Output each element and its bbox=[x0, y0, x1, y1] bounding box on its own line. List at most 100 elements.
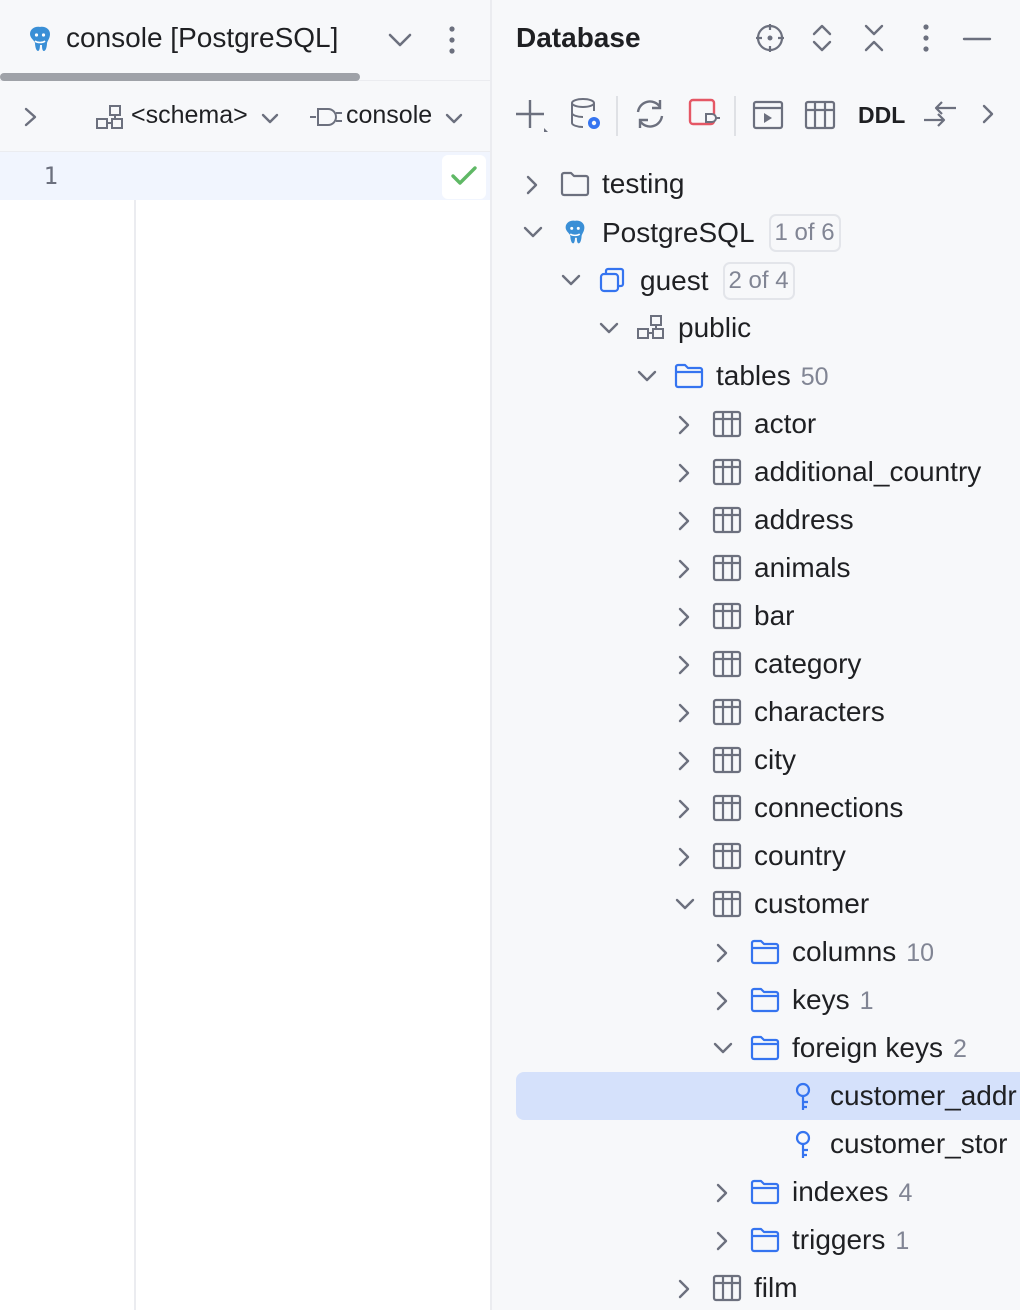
folder-blue-icon bbox=[750, 986, 780, 1014]
chevron-down-icon[interactable] bbox=[636, 366, 658, 386]
data-source-properties-icon[interactable] bbox=[570, 96, 602, 132]
ddl-button[interactable]: DDL bbox=[858, 102, 906, 128]
chevron-right-icon[interactable] bbox=[674, 558, 694, 580]
tree-node-additional-country[interactable]: additional_country bbox=[492, 448, 1020, 496]
pane-splitter[interactable] bbox=[490, 0, 492, 1310]
child-count: 1 bbox=[859, 987, 874, 1015]
chevron-down-icon[interactable] bbox=[260, 111, 280, 127]
foreign-key-icon bbox=[788, 1082, 818, 1112]
chevron-down-icon[interactable] bbox=[522, 222, 544, 242]
tree-node-address[interactable]: address bbox=[492, 496, 1020, 544]
tree-node-label: customer_addr bbox=[830, 1080, 1017, 1111]
chevron-right-icon[interactable] bbox=[20, 105, 40, 129]
toolbar-separator bbox=[616, 96, 618, 136]
chevron-right-icon[interactable] bbox=[674, 462, 694, 484]
compare-icon[interactable] bbox=[922, 96, 958, 132]
collapse-all-icon[interactable] bbox=[862, 22, 886, 54]
folder-blue-icon bbox=[750, 1226, 780, 1254]
chevron-down-icon[interactable] bbox=[560, 270, 582, 290]
tree-node-connections[interactable]: connections bbox=[492, 784, 1020, 832]
jump-to-console-icon[interactable] bbox=[750, 96, 786, 132]
tree-node-testing[interactable]: testing bbox=[492, 160, 1020, 208]
chevron-right-icon[interactable] bbox=[522, 174, 542, 196]
visible-items-badge[interactable]: 2 of 4 bbox=[722, 262, 795, 300]
tree-node-category[interactable]: category bbox=[492, 640, 1020, 688]
add-icon[interactable] bbox=[516, 96, 552, 136]
editor-tab-title[interactable]: console [PostgreSQL] bbox=[66, 22, 339, 53]
chevron-right-icon[interactable] bbox=[674, 750, 694, 772]
child-count: 10 bbox=[906, 939, 935, 967]
chevron-down-icon[interactable] bbox=[674, 894, 696, 914]
chevron-right-icon[interactable] bbox=[674, 702, 694, 724]
schema-icon bbox=[636, 314, 666, 342]
refresh-icon[interactable] bbox=[632, 96, 668, 132]
tree-node-film[interactable]: film bbox=[492, 1264, 1020, 1310]
chevron-right-icon[interactable] bbox=[674, 414, 694, 436]
chevron-down-icon[interactable] bbox=[386, 28, 414, 52]
tree-node-actor[interactable]: actor bbox=[492, 400, 1020, 448]
tree-node-animals[interactable]: animals bbox=[492, 544, 1020, 592]
tree-node-label: city bbox=[754, 744, 796, 775]
chevron-right-icon[interactable] bbox=[674, 798, 694, 820]
tool-window-title: Database bbox=[516, 22, 641, 53]
visible-items-badge[interactable]: 1 of 6 bbox=[768, 214, 841, 252]
tree-node-characters[interactable]: characters bbox=[492, 688, 1020, 736]
folder-blue-icon bbox=[674, 362, 704, 390]
tree-node-label: film bbox=[754, 1272, 798, 1303]
tree-node-label: country bbox=[754, 840, 846, 871]
tree-node-country[interactable]: country bbox=[492, 832, 1020, 880]
chevron-down-icon[interactable] bbox=[598, 318, 620, 338]
foreign-key-icon bbox=[788, 1130, 818, 1160]
disconnect-icon[interactable] bbox=[686, 96, 722, 132]
chevron-right-icon[interactable] bbox=[674, 846, 694, 868]
tree-node-public[interactable]: public bbox=[492, 304, 1020, 352]
line-number: 1 bbox=[43, 162, 58, 190]
editor-pane: console [PostgreSQL] <schema> bbox=[0, 0, 490, 1310]
child-count: 2 bbox=[952, 1035, 967, 1063]
table-icon bbox=[712, 794, 742, 822]
table-icon bbox=[712, 506, 742, 534]
session-selector[interactable]: console bbox=[346, 101, 433, 129]
chevron-down-icon[interactable] bbox=[712, 1038, 734, 1058]
chevron-right-icon[interactable] bbox=[712, 1182, 732, 1204]
tree-node-customer[interactable]: customer bbox=[492, 880, 1020, 928]
chevron-right-icon[interactable] bbox=[674, 654, 694, 676]
chevron-down-icon[interactable] bbox=[444, 111, 464, 127]
tree-node-bar[interactable]: bar bbox=[492, 592, 1020, 640]
tree-node-label: public bbox=[678, 312, 752, 343]
postgresql-icon bbox=[560, 218, 590, 248]
chevron-right-icon[interactable] bbox=[712, 990, 732, 1012]
chevron-right-icon[interactable] bbox=[674, 606, 694, 628]
child-count: 4 bbox=[898, 1179, 913, 1207]
chevron-right-icon[interactable] bbox=[674, 510, 694, 532]
chevron-right-icon[interactable] bbox=[674, 1278, 694, 1300]
expand-all-icon[interactable] bbox=[810, 22, 834, 54]
chevron-right-icon[interactable] bbox=[712, 942, 732, 964]
locate-icon[interactable] bbox=[754, 22, 786, 54]
tree-node-label: triggers bbox=[792, 1224, 886, 1255]
tree-node-city[interactable]: city bbox=[492, 736, 1020, 784]
tree-node-label: animals bbox=[754, 552, 851, 583]
more-vertical-icon[interactable] bbox=[914, 22, 938, 54]
current-line-highlight[interactable] bbox=[0, 152, 490, 200]
editor-toolbar: <schema> console bbox=[0, 81, 490, 152]
tree-node-label: testing bbox=[602, 168, 685, 199]
more-vertical-icon[interactable] bbox=[440, 24, 464, 56]
chevron-right-icon[interactable] bbox=[978, 96, 998, 132]
chevron-right-icon[interactable] bbox=[712, 1230, 732, 1252]
tree-node-label: actor bbox=[754, 408, 817, 439]
minimize-icon[interactable] bbox=[962, 22, 992, 54]
schema-selector[interactable]: <schema> bbox=[131, 101, 248, 129]
tree-node-customer-addr[interactable]: customer_addr bbox=[492, 1072, 1020, 1120]
tree-node-customer-stor[interactable]: customer_stor bbox=[492, 1120, 1020, 1168]
database-icon bbox=[598, 266, 628, 294]
table-editor-icon[interactable] bbox=[802, 96, 838, 132]
